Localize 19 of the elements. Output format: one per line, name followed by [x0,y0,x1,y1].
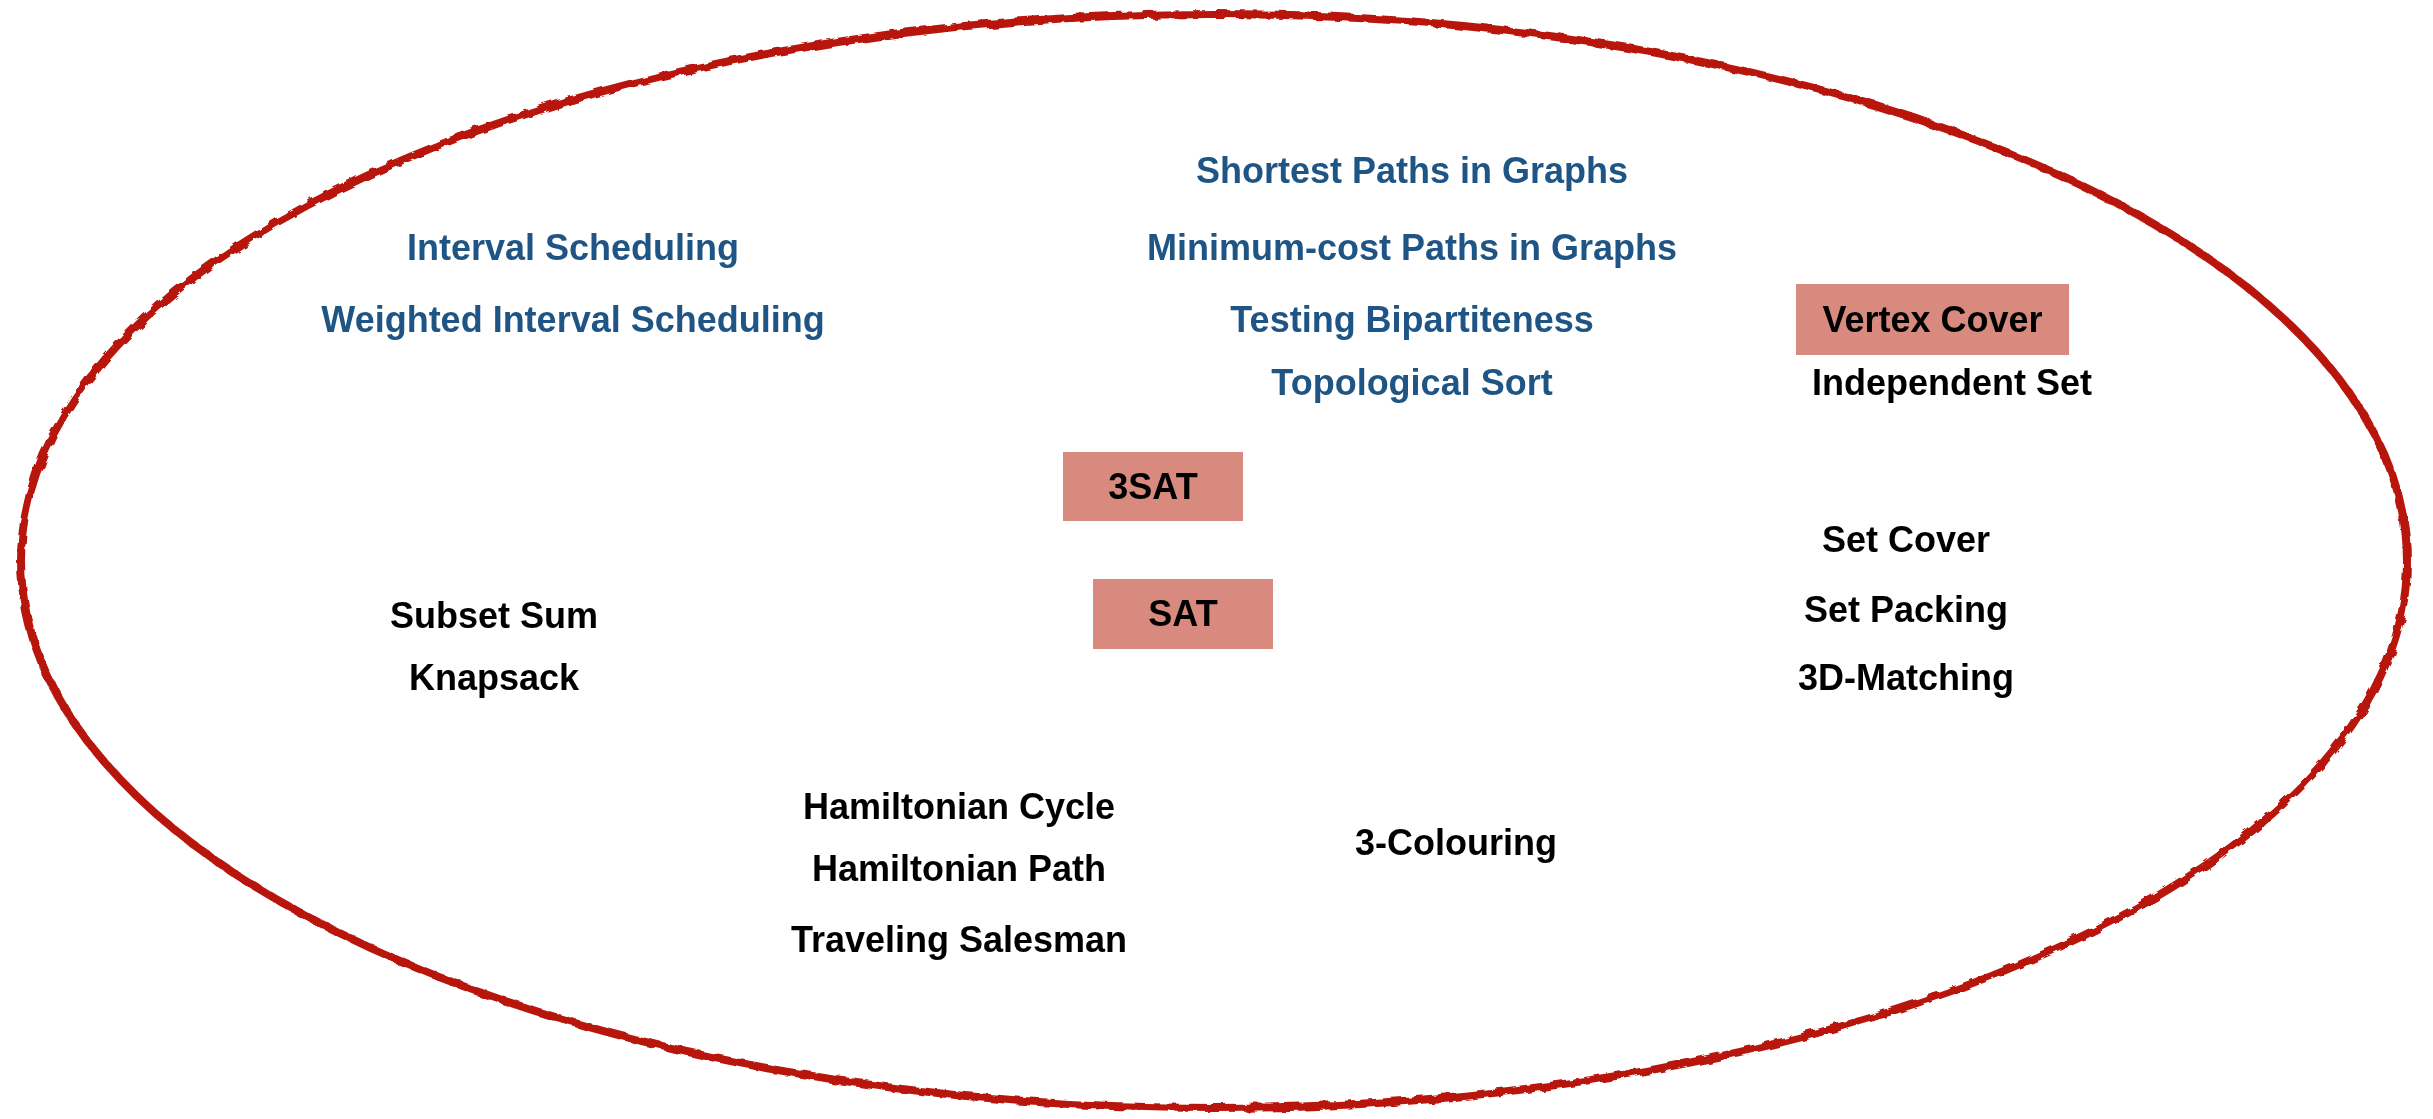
problem-name: Hamiltonian Cycle [802,786,1116,828]
problem-name: Shortest Paths in Graphs [1195,150,1629,192]
highlighted-problem: 3SAT [1063,452,1243,521]
problem-name: Subset Sum [390,595,598,637]
highlighted-problem: SAT [1093,579,1273,649]
problem-name: Traveling Salesman [790,919,1128,961]
problem-name: Topological Sort [1271,362,1553,404]
highlighted-problem: Vertex Cover [1796,284,2069,355]
problem-name: Set Packing [1803,589,2009,631]
problem-name: 3D-Matching [1798,657,2014,699]
problem-name: Testing Bipartiteness [1230,299,1594,341]
problem-name: Interval Scheduling [406,227,740,269]
problem-name: Knapsack [408,657,580,699]
problem-name: Weighted Interval Scheduling [321,299,825,341]
problem-name: Independent Set [1812,362,2092,404]
problem-name: Hamiltonian Path [812,848,1106,890]
problem-name: Set Cover [1821,519,1991,561]
problem-name: 3-Colouring [1355,822,1557,864]
problem-name: Minimum-cost Paths in Graphs [1146,227,1678,269]
